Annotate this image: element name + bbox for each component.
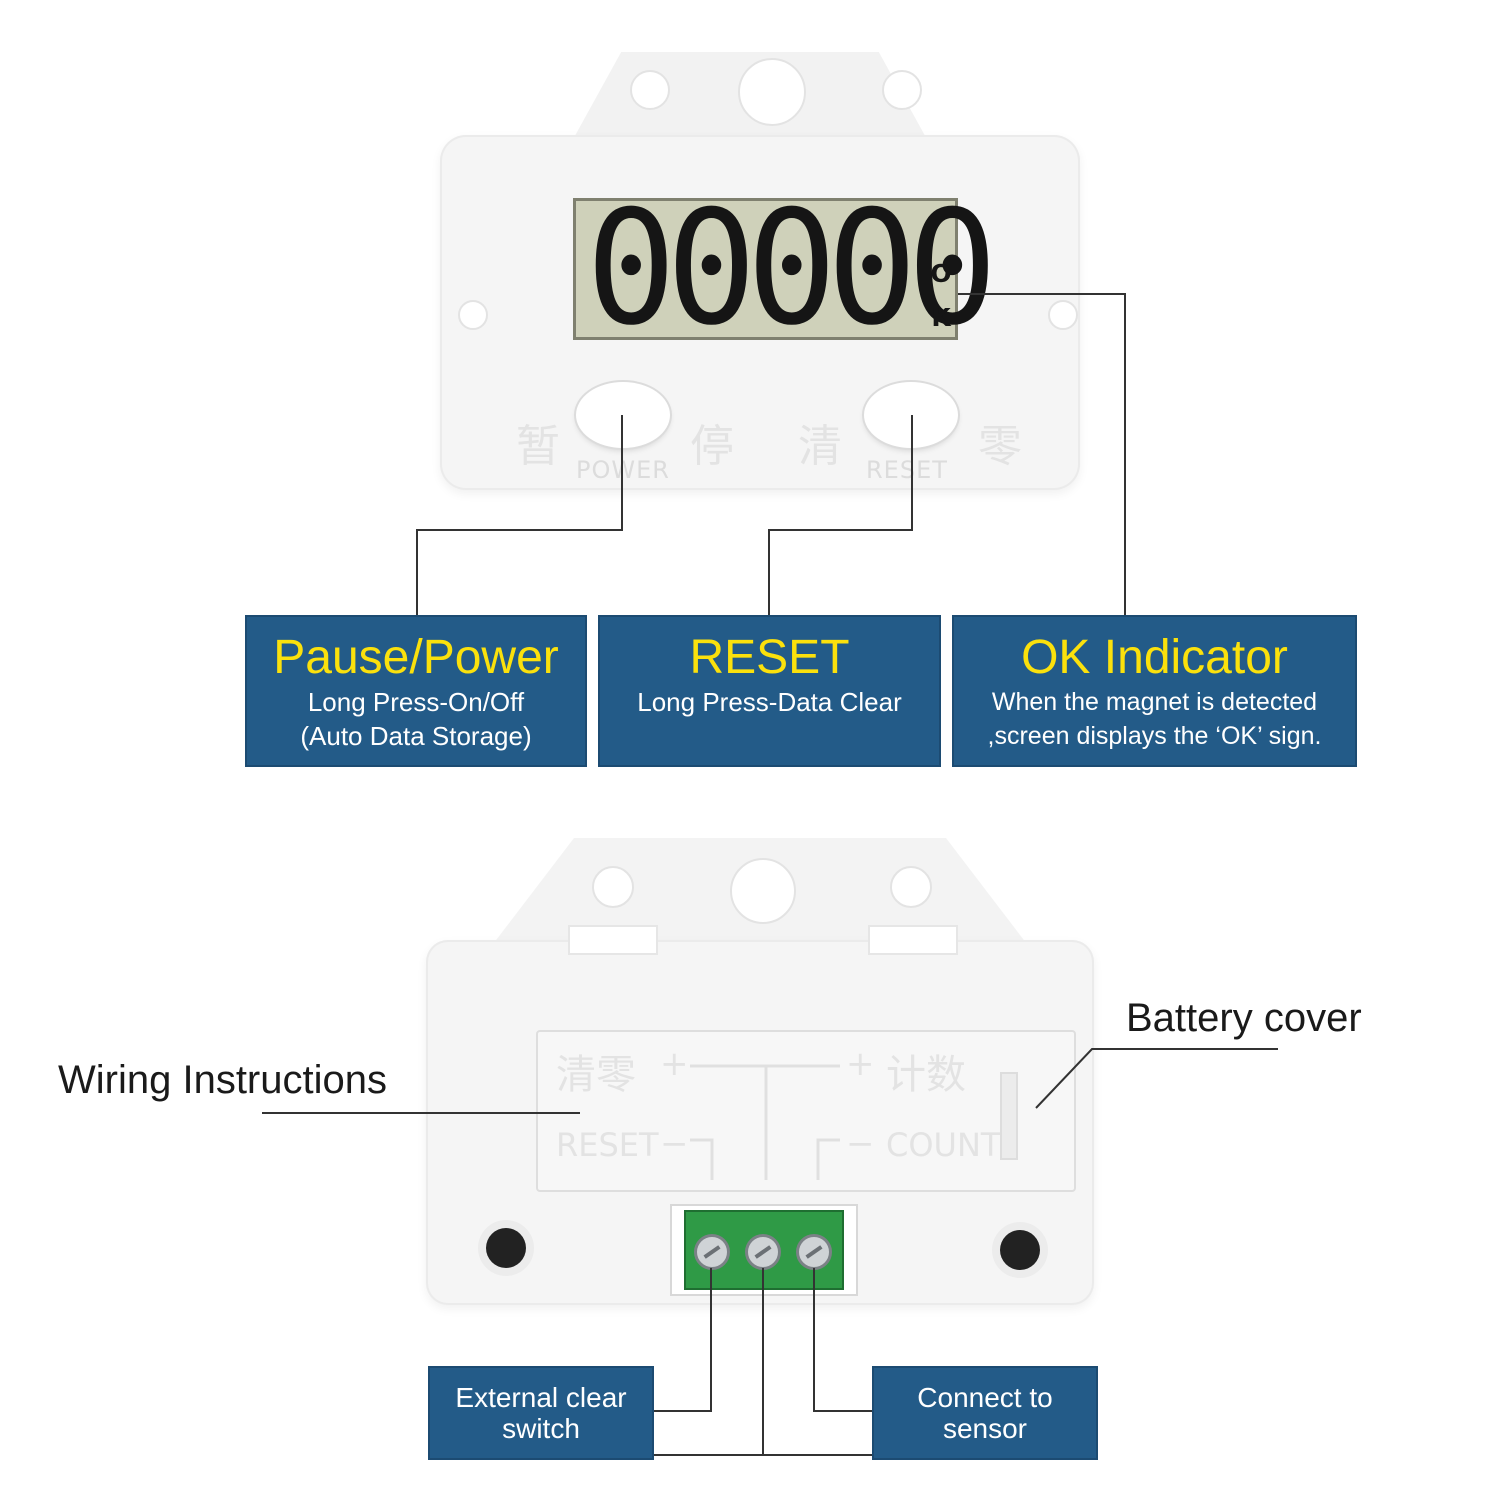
callout-pause-power: Pause/Power Long Press-On/Off (Auto Data… [245, 615, 587, 767]
emboss-trace [690, 1138, 714, 1180]
emboss-trace [816, 1138, 840, 1180]
callout-desc-line: (Auto Data Storage) [300, 721, 532, 751]
mount-slot [568, 925, 658, 955]
mount-hole [730, 858, 796, 924]
battery-mark-minus: − [846, 1124, 875, 1164]
callout-external-clear-switch: External clear switch [428, 1366, 654, 1460]
callout-title: OK Indicator [1021, 631, 1288, 684]
battery-mark-minus: − [660, 1124, 689, 1164]
callout-desc-line: ,screen displays the ‘OK’ sign. [987, 722, 1322, 750]
callout-title: RESET [689, 631, 850, 684]
battery-mark-plus: + [660, 1044, 689, 1084]
side-hole [1048, 300, 1078, 330]
callout-desc-line: Long Press-Data Clear [637, 687, 902, 717]
battery-mark-plus: + [846, 1044, 875, 1084]
emboss-reset-cn-1: 清 [798, 421, 842, 472]
callout-line: Connect to [917, 1382, 1053, 1413]
side-hole [458, 300, 488, 330]
mount-hole [738, 58, 806, 126]
leader-line-reset [768, 415, 913, 615]
terminal-screw[interactable] [694, 1234, 730, 1270]
emboss-pause-cn-2: 停 [690, 421, 734, 472]
callout-line: switch [502, 1413, 580, 1444]
screw-hole [1000, 1230, 1040, 1270]
battery-cover-label: Battery cover [1126, 996, 1362, 1040]
leader-line-ok [958, 293, 1126, 615]
emboss-reset-cn-2: 零 [978, 421, 1022, 472]
callout-title: Pause/Power [273, 631, 559, 684]
wiring-instructions-label: Wiring Instructions [58, 1058, 387, 1102]
mount-hole [592, 866, 634, 908]
screw-hole [486, 1228, 526, 1268]
battery-cover-latch[interactable] [1000, 1072, 1018, 1160]
lcd-digits: 00000 [586, 177, 998, 361]
callout-desc-line: Long Press-On/Off [307, 687, 525, 717]
ok-letter-o: O [930, 259, 952, 288]
battery-mark-count-cn: 计数 [886, 1052, 966, 1098]
leader-line-power [416, 415, 623, 615]
battery-mark-count-en: COUNT [886, 1126, 1001, 1164]
callout-line: External clear [455, 1382, 627, 1413]
mount-hole [630, 70, 670, 110]
battery-mark-reset-cn: 清零 [556, 1052, 636, 1098]
ok-indicator: O K [929, 252, 953, 340]
callout-desc-line: When the magnet is detected [991, 688, 1318, 716]
callout-reset: RESET Long Press-Data Clear [598, 615, 941, 767]
mount-hole [890, 866, 932, 908]
terminal-screw[interactable] [745, 1234, 781, 1270]
callout-line: sensor [942, 1413, 1028, 1444]
reset-button-label: RESET [866, 456, 948, 484]
callout-connect-to-sensor: Connect to sensor [872, 1366, 1098, 1460]
mount-slot [868, 925, 958, 955]
ok-letter-k: K [931, 303, 951, 332]
emboss-pause-cn-1: 暂 [516, 421, 560, 472]
callout-ok-indicator: OK Indicator When the magnet is detected… [952, 615, 1357, 767]
battery-cover[interactable] [536, 1030, 1076, 1192]
leader-line-battery [1035, 1048, 1278, 1109]
lcd-display: 00000 [573, 190, 998, 348]
mount-hole [882, 70, 922, 110]
leader-line-external-clear [654, 1268, 712, 1412]
leader-line-sensor [813, 1268, 872, 1412]
battery-mark-reset-en: RESET [556, 1126, 659, 1164]
